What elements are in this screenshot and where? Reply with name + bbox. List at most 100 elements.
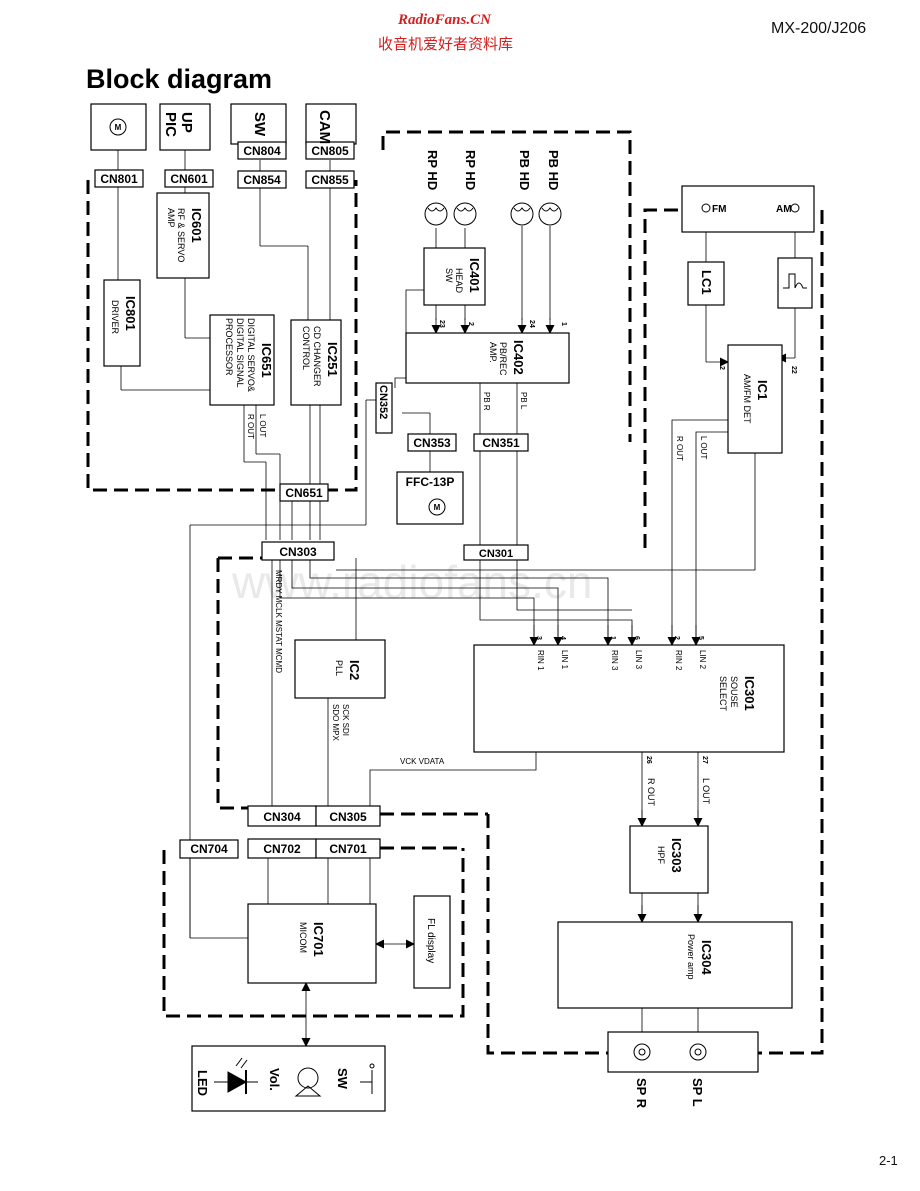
ic2-sig1: SCK SDI	[341, 704, 350, 736]
wires	[117, 150, 796, 1048]
connector-boxes	[94, 141, 529, 859]
cam-label: CAM	[316, 110, 333, 144]
fm-terminal-icon	[701, 203, 711, 213]
ic2-line1: PLL	[334, 660, 344, 676]
ic301-input-3: RIN 3	[610, 650, 619, 671]
volume-knob-icon	[294, 1067, 322, 1097]
cn704-label: CN704	[190, 842, 228, 856]
ic402-name: IC402	[511, 340, 526, 375]
rout-label: R OUT	[646, 778, 656, 807]
sp-l-label: SP L	[690, 1078, 705, 1107]
cam-box	[305, 103, 357, 145]
ic402-pin2: 2	[467, 322, 474, 326]
ic303-box	[629, 825, 709, 894]
ic801-name: IC801	[123, 296, 138, 331]
ic701-line1: MICOM	[298, 922, 308, 953]
ic304-box	[557, 921, 793, 1009]
micom-bus-label: MRDY MCLK MSTAT MCMD	[274, 570, 283, 673]
sw-label: SW	[251, 112, 268, 137]
ic301-input-5: RIN 2	[674, 650, 683, 671]
ic601-box	[156, 192, 210, 279]
lout-label: L OUT	[701, 778, 711, 805]
ic301-pin-2: 4	[559, 636, 566, 640]
ic301-pin26: 26	[645, 756, 652, 764]
switch-icon	[360, 1063, 375, 1094]
lout-tuner-label: L OUT	[699, 436, 708, 459]
page-number: 2-1	[879, 1153, 898, 1168]
ic651-line3: PROCESSOR	[224, 318, 234, 376]
ic402-pin24: 24	[528, 320, 535, 328]
ic801-box	[103, 279, 141, 367]
pb-r-label: PB R	[482, 392, 491, 411]
cn305-label: CN305	[329, 810, 367, 824]
ic651-line2: DIGITAL SIGNAL	[235, 318, 245, 388]
ffc-motor-icon	[428, 498, 446, 516]
ic401-box	[423, 247, 486, 306]
ic801-line1: DRIVER	[110, 300, 120, 335]
ic304-name: IC304	[699, 940, 714, 975]
ic2-box	[294, 639, 386, 699]
ic301-input-1: RIN 1	[536, 650, 545, 671]
site-name: RadioFans.CN	[398, 12, 491, 28]
ic301-input-4: LIN 3	[634, 650, 643, 670]
cn301-label: CN301	[479, 548, 513, 560]
pickup-label-1: PIC	[162, 112, 179, 137]
cn804-label: CN804	[243, 144, 281, 158]
ic301-box	[473, 644, 785, 753]
pb-hd-label-1: PB HD	[517, 150, 532, 190]
ic651-line1: DIGITAL SERVO&	[246, 318, 256, 392]
head-coil-icons	[424, 202, 562, 226]
ic303-name: IC303	[669, 838, 684, 873]
am-terminal-icon	[790, 203, 800, 213]
cn351-label: CN351	[482, 436, 520, 450]
led-label: LED	[195, 1070, 210, 1096]
ic301-input-2: LIN 1	[560, 650, 569, 670]
speaker-terminal-box	[607, 1031, 759, 1073]
ic601-line2: AMP	[166, 208, 176, 228]
cn303-label: CN303	[279, 545, 317, 559]
ic301-pin-4: 6	[633, 636, 640, 640]
signal-arrows	[301, 318, 795, 1047]
sw-front-label: SW	[335, 1068, 350, 1090]
ic251-box	[290, 319, 342, 406]
ic304-line1: Power amp	[686, 934, 696, 980]
main-board-right	[758, 210, 824, 1055]
pickup-box	[159, 103, 211, 151]
ic1-pin22: 22	[790, 366, 797, 374]
page-title: Block diagram	[86, 64, 273, 94]
ic651-name: IC651	[259, 343, 274, 378]
ic301-name: IC301	[742, 676, 757, 711]
cn702-label: CN702	[263, 842, 301, 856]
ic2-name: IC2	[347, 660, 362, 680]
vol-label: Vol.	[267, 1068, 282, 1091]
rp-hd-label-2: RP HD	[463, 150, 478, 190]
ic402-line1: PB/REC	[498, 342, 508, 376]
fl-display-box	[413, 895, 451, 989]
ic301-pin27: 27	[701, 756, 708, 764]
ic303-line1: HPF	[656, 846, 666, 865]
ic701-box	[247, 903, 377, 984]
sp-l-jack-icon	[689, 1043, 707, 1061]
lc1-label: LC1	[699, 270, 714, 295]
ic251-name: IC251	[325, 342, 340, 377]
rout-tuner-label: R OUT	[675, 436, 684, 461]
vck-label: VCK VDATA	[400, 757, 445, 766]
ic701-name: IC701	[311, 922, 326, 957]
component-boxes	[90, 103, 815, 1112]
ic301-pin-6: 5	[697, 636, 704, 640]
ic301-pin-1: 3	[535, 636, 542, 640]
motor-box	[90, 103, 147, 151]
cd-board-outline	[86, 180, 358, 492]
ic401-name: IC401	[467, 258, 482, 293]
antenna-box	[681, 185, 815, 233]
motor-icon	[109, 118, 127, 136]
cn801-label: CN801	[100, 172, 138, 186]
rp-hd-label-1: RP HD	[425, 150, 440, 190]
led-icon	[214, 1057, 258, 1094]
ic651-box	[209, 314, 275, 406]
ic402-pin1: 1	[560, 322, 567, 326]
model-number: MX-200/J206	[771, 20, 867, 37]
labels: M M PIC UP SW CAM CN801 CN601 CN804 CN80…	[100, 110, 797, 1109]
board-outlines	[86, 130, 824, 1055]
